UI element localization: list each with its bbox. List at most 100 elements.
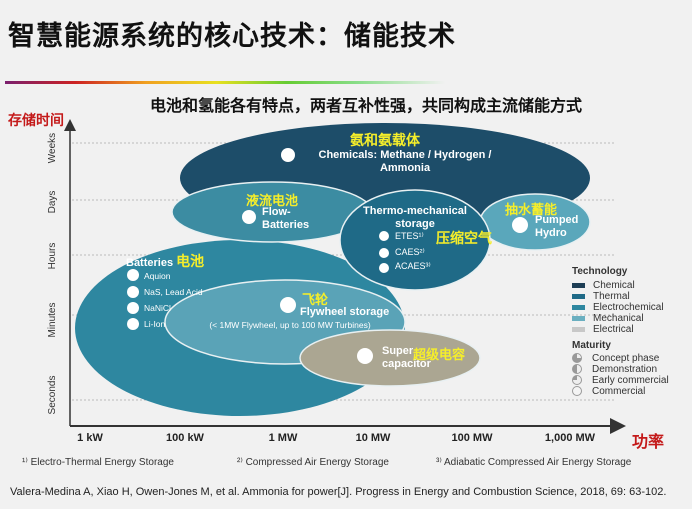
early-commercial-icon <box>280 297 296 313</box>
legend-label: Concept phase <box>592 353 660 364</box>
thermo-item-caes: CAES²⁾ <box>395 247 425 257</box>
chemicals-cn-label: 氨和氨载体 <box>350 132 420 148</box>
legend-electrical: Electrical <box>572 324 669 335</box>
early-commercial-icon <box>572 375 582 386</box>
x-tick-100mw: 100 MW <box>451 432 493 444</box>
legend-mechanical: Mechanical <box>572 313 669 324</box>
flow-label-line2: Batteries <box>262 219 310 231</box>
footnote-1: ¹⁾ Electro-Thermal Energy Storage <box>22 457 174 468</box>
flow-label: Flow-Batteries <box>262 206 309 232</box>
batteries-label-en: Batteries <box>126 257 174 269</box>
flywheel-cn-label: 飞轮 <box>302 292 329 307</box>
thermo-mechanical-bubble <box>339 189 491 291</box>
legend: Technology Chemical Thermal Electrochemi… <box>572 266 669 397</box>
footnote-3: ³⁾ Adiabatic Compressed Air Energy Stora… <box>436 457 632 468</box>
concept-phase-icon <box>379 263 389 273</box>
legend-label: Demonstration <box>592 364 658 375</box>
early-commercial-icon <box>379 248 389 258</box>
legend-thermal: Thermal <box>572 291 669 302</box>
legend-swatch <box>572 326 585 332</box>
thermo-label-line2: storage <box>395 218 435 230</box>
legend-swatch <box>572 315 585 321</box>
supercap-label-line1: Super <box>382 345 414 357</box>
legend-label: Thermal <box>593 291 630 302</box>
legend-label: Electrical <box>593 324 634 335</box>
thermo-label-line1: Thermo-mechanical <box>363 205 467 217</box>
x-tick-1kw: 1 kW <box>77 432 103 444</box>
y-tick-days: Days <box>47 190 58 214</box>
y-tick-seconds: Seconds <box>47 375 58 415</box>
thermo-items: ETES¹⁾ CAES²⁾ ACAES³⁾ <box>395 229 431 273</box>
slide-title: 智慧能源系统的核心技术：储能技术 <box>8 21 456 51</box>
flow-label-line1: Flow- <box>262 206 291 218</box>
legend-swatch <box>572 304 585 310</box>
commercial-icon <box>572 386 582 397</box>
flow-cn-label: 液流电池 <box>246 193 299 208</box>
y-tick-weeks: Weeks <box>47 132 58 164</box>
batteries-items: Aquion NaS, Lead Acid NaNiCl Li-Ion <box>144 268 203 332</box>
commercial-icon <box>127 286 139 298</box>
chemicals-label: Chemicals: Methane / Hydrogen /Ammonia <box>290 149 520 175</box>
footnote-2: ²⁾ Compressed Air Energy Storage <box>237 457 389 468</box>
legend-label: Mechanical <box>593 313 644 324</box>
x-tick-100kw: 100 kW <box>166 432 204 444</box>
battery-item-li-ion: Li-Ion <box>144 319 166 329</box>
batteries-label: Batteries 电池 <box>126 253 205 270</box>
y-axis-label: 存储时间 <box>8 112 64 128</box>
slide-subtitle: 电池和氢能各有特点，两者互补性强，共同构成主流储能方式 <box>149 98 582 115</box>
concept-phase-icon <box>572 353 582 364</box>
demonstration-icon <box>242 210 256 224</box>
x-tick-10mw: 10 MW <box>355 432 391 444</box>
supercap-cn-label: 超级电容 <box>413 347 466 362</box>
legend-label: Chemical <box>593 280 635 291</box>
flywheel-note: (< 1MW Flywheel, up to 100 MW Turbines) <box>209 320 371 330</box>
legend-label: Electrochemical <box>593 302 664 313</box>
legend-commercial: Commercial <box>572 386 669 397</box>
reference-citation: Valera-Medina A, Xiao H, Owen-Jones M, e… <box>10 486 667 498</box>
thermo-cn-label: 压缩空气 <box>436 230 492 246</box>
batteries-cn-label: 电池 <box>176 253 205 269</box>
demonstration-icon <box>572 364 582 375</box>
chemicals-label-line2: Ammonia <box>379 162 431 174</box>
thermo-item-acaes: ACAES³⁾ <box>395 261 431 271</box>
pumped-cn-label: 抽水蓄能 <box>505 202 558 217</box>
legend-swatch <box>572 293 585 299</box>
commercial-icon <box>127 318 139 330</box>
legend-maturity-title: Maturity <box>572 340 611 351</box>
legend-electrochemical: Electrochemical <box>572 302 669 313</box>
pumped-label-line1: Pumped <box>535 214 579 226</box>
thermo-item-etes: ETES¹⁾ <box>395 231 424 241</box>
battery-item-nas-lead-acid: NaS, Lead Acid <box>144 287 203 297</box>
demonstration-icon <box>127 269 139 281</box>
legend-label: Early commercial <box>592 375 669 386</box>
legend-demonstration: Demonstration <box>572 364 669 375</box>
x-tick-1mw: 1 MW <box>268 432 298 444</box>
supercapacitor-bubble <box>299 329 481 387</box>
demonstration-icon <box>281 148 295 162</box>
maturity-markers <box>127 148 528 364</box>
x-axis-label: 功率 <box>632 434 665 451</box>
battery-item-nanicl: NaNiCl <box>144 303 171 313</box>
legend-concept: Concept phase <box>572 353 669 364</box>
chemicals-label-line1: Chemicals: Methane / Hydrogen / <box>318 149 492 161</box>
commercial-icon <box>512 217 528 233</box>
legend-swatch <box>572 282 585 288</box>
x-tick-1000mw: 1,000 MW <box>544 432 596 444</box>
legend-early-commercial: Early commercial <box>572 375 669 386</box>
legend-chemical: Chemical <box>572 280 669 291</box>
flywheel-label: Flywheel storage <box>300 306 390 318</box>
rainbow-divider <box>5 81 445 84</box>
y-tick-minutes: Minutes <box>47 302 58 338</box>
y-tick-hours: Hours <box>47 242 58 270</box>
legend-technology-title: Technology <box>572 266 628 277</box>
early-commercial-icon <box>357 348 373 364</box>
pumped-label-line2: Hydro <box>535 227 567 239</box>
legend-label: Commercial <box>592 386 646 397</box>
supercap-label-line2: capacitor <box>382 358 431 370</box>
early-commercial-icon <box>127 302 139 314</box>
concept-phase-icon <box>379 231 389 241</box>
